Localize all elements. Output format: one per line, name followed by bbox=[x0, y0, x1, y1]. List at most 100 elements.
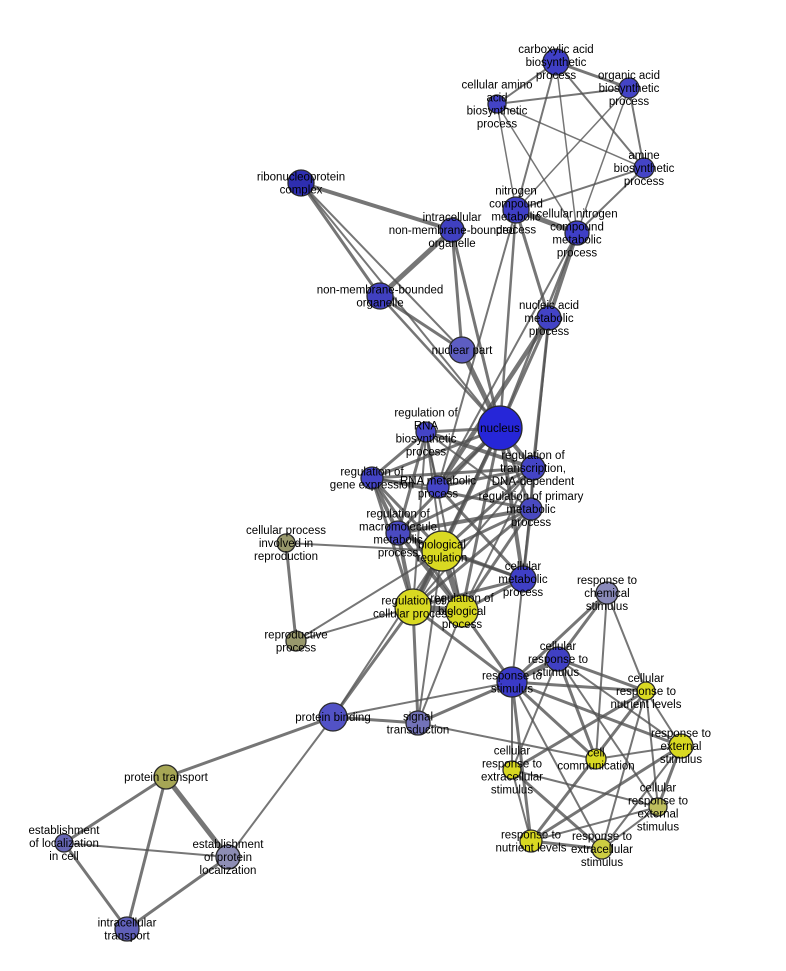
node-rnp[interactable] bbox=[287, 169, 315, 197]
edge-cc-st bbox=[417, 722, 597, 760]
node-cc[interactable] bbox=[585, 748, 607, 770]
edge-rpm-rmm bbox=[396, 507, 533, 535]
edge-elc-it bbox=[62, 841, 129, 931]
edge-amb-ncm bbox=[515, 167, 645, 211]
node-rnl[interactable] bbox=[519, 829, 543, 853]
node-rrb[interactable] bbox=[415, 421, 437, 443]
node-cncm[interactable] bbox=[564, 220, 590, 246]
node-cres_ext[interactable] bbox=[648, 797, 668, 817]
edge-crs-cc bbox=[556, 657, 598, 761]
node-rcp[interactable] bbox=[394, 588, 432, 626]
edge-rtd-rmm bbox=[396, 466, 535, 535]
edge-rnp-npart bbox=[300, 182, 463, 351]
edge-nuc-rge bbox=[370, 426, 502, 480]
edge-rpm-rcp bbox=[411, 507, 533, 609]
node-cres_extra[interactable] bbox=[502, 760, 522, 780]
edge-rrb-rbp bbox=[425, 431, 463, 612]
node-inmo[interactable] bbox=[439, 217, 465, 243]
edge-cmp-rs bbox=[511, 578, 524, 683]
node-oab[interactable] bbox=[618, 77, 640, 99]
node-cpir[interactable] bbox=[276, 533, 296, 553]
node-layer bbox=[54, 48, 694, 942]
edge-crs-cres_ext bbox=[557, 658, 659, 808]
node-res[interactable] bbox=[668, 733, 694, 759]
edge-nam-rna bbox=[435, 315, 552, 490]
edge-cres_extra-cres_ext bbox=[511, 769, 659, 808]
edge-res-cc bbox=[595, 745, 682, 760]
edge-cres_extra-rnl bbox=[511, 769, 532, 842]
edge-oab-cncm bbox=[576, 87, 630, 234]
edge-caab-amb bbox=[496, 103, 645, 169]
edge-rcs_chem-crnl bbox=[606, 592, 647, 692]
edge-rrb-rtd bbox=[424, 430, 535, 470]
edge-pt-elc bbox=[62, 775, 168, 845]
node-st[interactable] bbox=[405, 710, 431, 736]
node-rge[interactable] bbox=[360, 466, 384, 490]
edge-rtd-rbp bbox=[461, 467, 534, 612]
edge-rge-rbp bbox=[370, 476, 464, 613]
node-rna[interactable] bbox=[426, 475, 450, 499]
edge-rcs_chem-crs bbox=[556, 591, 609, 661]
edge-bre-cpir bbox=[285, 542, 443, 552]
edge-rcs_chem-rs bbox=[510, 591, 609, 684]
node-crs[interactable] bbox=[545, 646, 571, 672]
node-pb[interactable] bbox=[318, 702, 348, 732]
node-cmp[interactable] bbox=[509, 565, 537, 593]
edge-crs-res bbox=[557, 658, 682, 747]
node-rpm[interactable] bbox=[519, 497, 543, 521]
node-it[interactable] bbox=[114, 916, 140, 942]
edge-inmo-nuc bbox=[450, 228, 502, 430]
edge-pt-it bbox=[125, 775, 168, 931]
edge-caab-cncm bbox=[496, 103, 578, 234]
edge-rcp-pb bbox=[331, 605, 415, 719]
edge-cab-cncm bbox=[555, 61, 578, 234]
node-crnl[interactable] bbox=[636, 681, 656, 701]
edge-rcp-rep bbox=[295, 606, 414, 642]
edge-cres_ext-rnl bbox=[530, 806, 659, 842]
edge-rcp-rs bbox=[411, 605, 514, 684]
edge-rs-rnl bbox=[510, 680, 533, 843]
node-pt[interactable] bbox=[153, 764, 179, 790]
edge-inmo-nmo bbox=[377, 227, 455, 299]
node-bre[interactable] bbox=[421, 530, 463, 572]
edge-nuc-cmp bbox=[498, 426, 525, 581]
edge-res-rextra bbox=[601, 745, 682, 850]
node-rs[interactable] bbox=[496, 666, 528, 698]
edge-rcp-st bbox=[411, 605, 420, 725]
edge-oab-amb bbox=[628, 87, 645, 169]
edge-amb-cncm bbox=[576, 167, 645, 234]
node-elc[interactable] bbox=[54, 833, 74, 853]
node-rtd[interactable] bbox=[520, 455, 546, 481]
edge-rtd-rna bbox=[436, 466, 535, 489]
edge-rpm-rbp bbox=[460, 507, 533, 613]
edge-nmo-nuc bbox=[378, 294, 502, 430]
node-amb[interactable] bbox=[633, 157, 655, 179]
edge-rtd-rge bbox=[370, 466, 535, 480]
node-nmo[interactable] bbox=[366, 282, 394, 310]
edge-rs-cc bbox=[510, 680, 598, 761]
node-rmm[interactable] bbox=[385, 520, 411, 546]
edge-rs-rextra bbox=[511, 681, 603, 850]
edge-rge-rpm bbox=[370, 476, 533, 511]
node-nam[interactable] bbox=[536, 305, 562, 331]
node-ncm[interactable] bbox=[502, 196, 530, 224]
node-nuc[interactable] bbox=[477, 405, 523, 451]
node-rbp[interactable] bbox=[445, 594, 479, 628]
edge-epl-it bbox=[125, 855, 230, 931]
node-rextra[interactable] bbox=[591, 838, 613, 860]
edge-cpir-rep bbox=[284, 541, 298, 643]
edge-caab-ncm bbox=[496, 103, 517, 211]
node-npart[interactable] bbox=[448, 336, 476, 364]
node-epl[interactable] bbox=[215, 844, 241, 870]
edge-rs-crnl bbox=[510, 680, 648, 693]
node-rcs_chem[interactable] bbox=[595, 581, 619, 605]
node-cab[interactable] bbox=[542, 48, 570, 76]
node-rep[interactable] bbox=[285, 630, 307, 652]
edge-crnl-cres_ext bbox=[645, 690, 659, 808]
edge-cab-ncm bbox=[515, 61, 557, 211]
node-caab[interactable] bbox=[487, 94, 507, 114]
edge-nuc-rmm bbox=[396, 426, 502, 535]
edge-elc-epl bbox=[63, 842, 229, 858]
edge-nmo-npart bbox=[378, 294, 464, 352]
